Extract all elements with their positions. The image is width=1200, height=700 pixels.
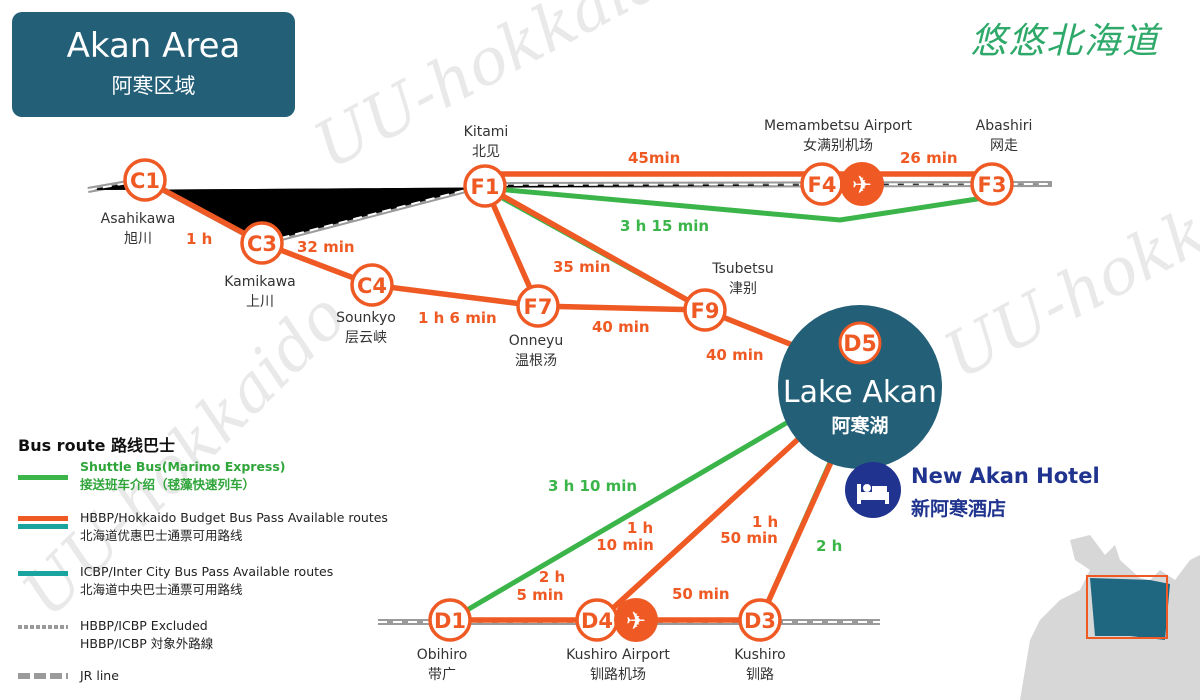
- airplane-icon: ✈: [614, 598, 658, 642]
- svg-text:1 h: 1 h: [186, 230, 212, 248]
- legend-swatch-shuttle: [18, 475, 68, 480]
- svg-text:上川: 上川: [246, 294, 274, 310]
- hub-code: D5: [843, 332, 877, 357]
- svg-text:C3: C3: [247, 232, 277, 256]
- station-f4[interactable]: F4 ✈ Memambetsu Airport 女满别机场: [764, 118, 913, 206]
- svg-text:C1: C1: [130, 169, 160, 193]
- svg-text:3 h 15 min: 3 h 15 min: [620, 217, 709, 235]
- svg-text:45min: 45min: [628, 149, 680, 167]
- station-d4[interactable]: D4 ✈ Kushiro Airport 钏路机场: [566, 598, 670, 683]
- legend-label-shuttle: Shuttle Bus(Marimo Express)接送班车介绍（毬藻快速列车…: [80, 459, 286, 492]
- svg-text:F1: F1: [471, 175, 500, 199]
- legend-swatch-icbp: [18, 571, 68, 576]
- svg-text:32 min: 32 min: [297, 238, 355, 256]
- legend-swatch-hbbp-teal: [18, 524, 68, 529]
- svg-text:Tsubetsu: Tsubetsu: [711, 261, 774, 277]
- svg-text:Obihiro: Obihiro: [417, 647, 468, 663]
- area-title-zh: 阿寒区域: [111, 74, 196, 98]
- svg-text:旭川: 旭川: [124, 231, 152, 247]
- svg-text:40 min: 40 min: [592, 318, 650, 336]
- svg-text:北见: 北见: [472, 144, 500, 160]
- svg-text:5 min: 5 min: [516, 586, 563, 604]
- legend-label-hbbp: HBBP/Hokkaido Budget Bus Pass Available …: [80, 510, 388, 543]
- svg-text:C4: C4: [357, 274, 387, 298]
- area-title-en: Akan Area: [66, 26, 241, 66]
- svg-text:10 min: 10 min: [596, 536, 654, 554]
- svg-text:Onneyu: Onneyu: [509, 333, 564, 349]
- station-d1[interactable]: D1 Obihiro 带广: [417, 598, 472, 683]
- station-f7[interactable]: F7 Onneyu 温根汤: [509, 284, 564, 369]
- svg-text:D4: D4: [581, 609, 613, 633]
- stations: C1 Asahikawa 旭川 C3 Kamikawa 上川 C4 Sounky…: [101, 118, 1033, 683]
- svg-text:Kamikawa: Kamikawa: [224, 274, 296, 290]
- station-f3[interactable]: F3 Abashiri 网走: [970, 118, 1033, 206]
- svg-text:津别: 津别: [729, 281, 757, 297]
- svg-text:1 h: 1 h: [627, 519, 653, 537]
- svg-text:1 h 6 min: 1 h 6 min: [418, 309, 497, 327]
- legend-label-icbp: ICBP/Inter City Bus Pass Available route…: [80, 564, 334, 597]
- svg-text:2 h: 2 h: [539, 568, 565, 586]
- svg-text:Abashiri: Abashiri: [976, 118, 1033, 134]
- hokkaido-locator-map: [1020, 535, 1200, 700]
- hub-name-en: Lake Akan: [783, 375, 937, 410]
- svg-text:钏路: 钏路: [746, 667, 774, 683]
- svg-text:D3: D3: [744, 609, 776, 633]
- svg-text:26 min: 26 min: [900, 149, 958, 167]
- hub-name-zh: 阿寒湖: [831, 414, 888, 437]
- hotel-name-zh: 新阿寒酒店: [911, 498, 1007, 520]
- hub-lake-akan[interactable]: D5 Lake Akan 阿寒湖: [778, 305, 942, 469]
- duration-labels: 1 h 32 min 1 h 6 min 45min 26 min 3 h 15…: [186, 149, 958, 604]
- svg-text:✈: ✈: [626, 607, 646, 635]
- station-d3[interactable]: D3 Kushiro 钏路: [734, 598, 786, 683]
- svg-text:✈: ✈: [852, 171, 872, 199]
- brand-logo: 悠悠北海道: [970, 21, 1161, 62]
- svg-text:Kushiro: Kushiro: [734, 647, 785, 663]
- svg-text:D1: D1: [434, 609, 466, 633]
- svg-text:Kushiro Airport: Kushiro Airport: [566, 647, 670, 663]
- station-c3[interactable]: C3 Kamikawa 上川: [224, 221, 296, 310]
- bed-icon: [845, 462, 901, 518]
- svg-text:40 min: 40 min: [706, 346, 764, 364]
- svg-text:网走: 网走: [990, 138, 1018, 154]
- svg-text:F7: F7: [524, 295, 553, 319]
- svg-text:Sounkyo: Sounkyo: [336, 310, 396, 326]
- svg-text:2 h: 2 h: [816, 537, 842, 555]
- station-c1[interactable]: C1 Asahikawa 旭川: [101, 158, 176, 247]
- svg-text:1 h: 1 h: [752, 513, 778, 531]
- svg-text:35 min: 35 min: [553, 258, 611, 276]
- legend-label-jr: JR line: [80, 668, 119, 683]
- svg-text:女满别机场: 女满别机场: [803, 137, 873, 154]
- svg-text:F4: F4: [808, 173, 837, 197]
- area-title-box: Akan Area 阿寒区域: [12, 12, 295, 117]
- legend-swatch-excluded: [18, 625, 68, 629]
- svg-text:50 min: 50 min: [672, 585, 730, 603]
- hotel-name-en: New Akan Hotel: [911, 464, 1100, 488]
- legend-title: Bus route 路线巴士: [18, 436, 176, 455]
- svg-text:温根汤: 温根汤: [515, 353, 557, 369]
- svg-text:Asahikawa: Asahikawa: [101, 211, 176, 227]
- svg-text:Memambetsu Airport: Memambetsu Airport: [764, 118, 913, 134]
- svg-text:F3: F3: [978, 173, 1007, 197]
- svg-text:钏路机场: 钏路机场: [590, 667, 646, 683]
- station-c4[interactable]: C4 Sounkyo 层云峡: [336, 263, 396, 346]
- svg-text:F9: F9: [691, 299, 720, 323]
- svg-text:3 h 10 min: 3 h 10 min: [548, 477, 637, 495]
- station-f9[interactable]: F9 Tsubetsu 津别: [683, 261, 774, 332]
- svg-text:层云峡: 层云峡: [345, 330, 387, 346]
- svg-text:UU-hokkaido: UU-hokkaido: [933, 130, 1200, 394]
- station-f1[interactable]: F1 Kitami 北见: [463, 124, 509, 208]
- legend-swatch-hbbp: [18, 516, 68, 521]
- svg-text:带广: 带广: [428, 667, 456, 683]
- svg-text:50 min: 50 min: [720, 529, 778, 547]
- svg-text:Kitami: Kitami: [464, 124, 509, 140]
- airplane-icon: ✈: [840, 162, 884, 206]
- legend-swatch-jr: [18, 673, 68, 679]
